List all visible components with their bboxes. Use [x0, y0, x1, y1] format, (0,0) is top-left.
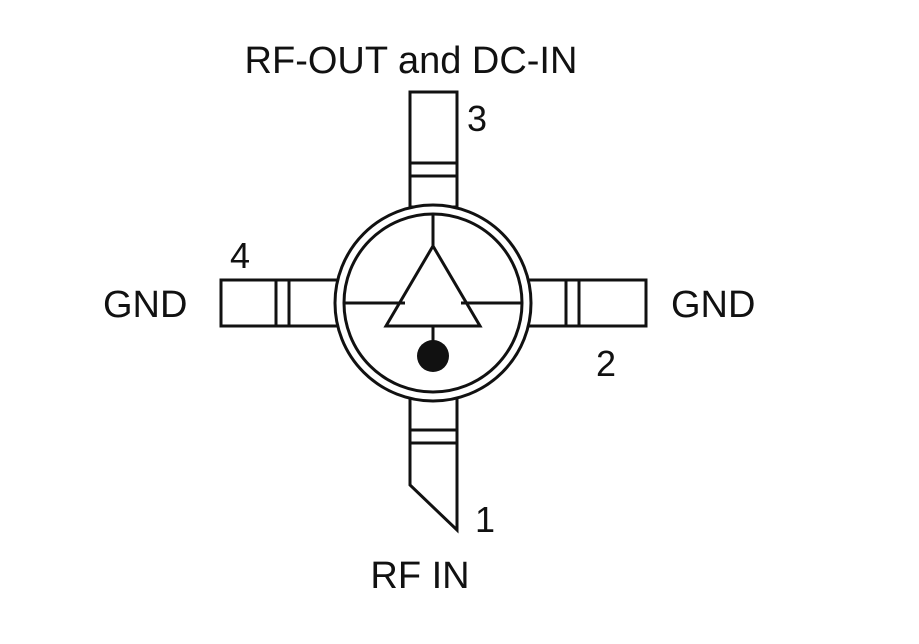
pin-1-number-label: 1: [475, 499, 495, 540]
pin-4-number-label: 4: [230, 235, 250, 276]
lead-pin-2: [526, 278, 648, 328]
pin-3-number-label: 3: [467, 98, 487, 139]
pin-1-name-label: RF IN: [370, 555, 469, 597]
pin-3-name-label: RF-OUT and DC-IN: [245, 40, 578, 82]
pin-4-name-label: GND: [103, 284, 187, 326]
dot-icon: [417, 340, 449, 372]
lead-pin-4: [219, 278, 341, 328]
amplifier-triangle-icon: [383, 243, 483, 328]
pin-2-number-label: 2: [596, 343, 616, 384]
lead-pin-3: [408, 90, 459, 209]
pin-2-name-label: GND: [671, 284, 755, 326]
lead-pin-1: [408, 392, 459, 534]
